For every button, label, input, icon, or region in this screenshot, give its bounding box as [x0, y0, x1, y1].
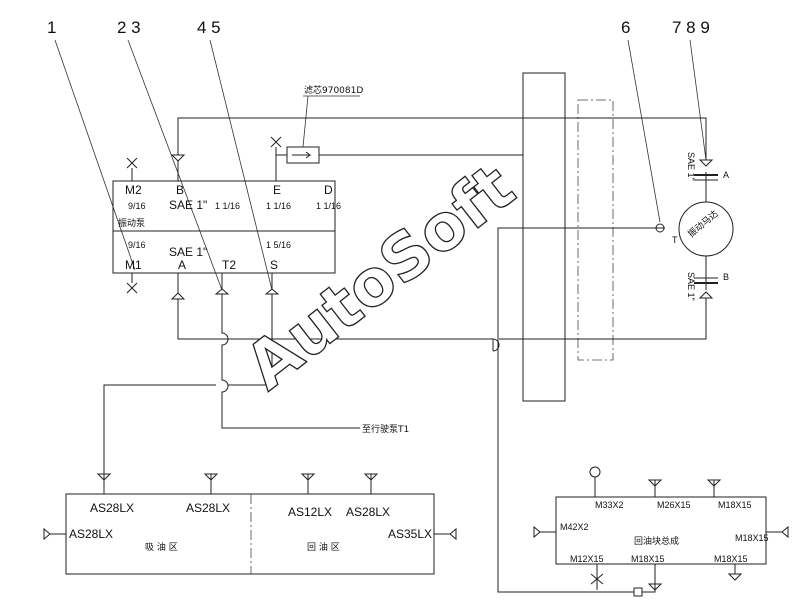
gauge-plug-icons [126, 136, 282, 294]
port-a-size: SAE 1" [169, 245, 207, 259]
port-fraction-1: 1 1/16 [215, 201, 240, 211]
motor-sae-bottom: SAE 1" [686, 272, 696, 301]
port-e-label: E [273, 183, 281, 197]
tank-port-4: AS12LX [288, 505, 332, 519]
port-m2-size: 9/16 [128, 201, 146, 211]
rb-port-4: M42X2 [560, 522, 589, 532]
tank-port-5: AS28LX [346, 505, 390, 519]
tank-port-3: AS28LX [69, 527, 113, 541]
callout-2-3: 2 3 [117, 18, 141, 37]
vibration-motor [655, 159, 734, 299]
port-m1-size: 9/16 [128, 240, 146, 250]
return-block-name: 回油块总成 [634, 535, 679, 547]
rb-port-8: M18X15 [714, 554, 748, 564]
callout-4-5: 4 5 [197, 18, 221, 37]
motor-port-a: A [723, 170, 729, 180]
tank-port-6: AS35LX [388, 527, 432, 541]
rb-port-3: M18X15 [718, 500, 752, 510]
port-b-label: B [176, 183, 184, 197]
tank-port-1: AS28LX [90, 501, 134, 515]
callout-7-8-9: 7 8 9 [672, 18, 710, 37]
suction-zone-label: 吸 油 区 [145, 541, 178, 553]
frame-band [522, 72, 614, 402]
port-m1-label: M1 [125, 258, 142, 272]
filter-symbol [276, 95, 360, 164]
callout-6: 6 [621, 18, 630, 37]
pump-fitting-icons [170, 154, 280, 300]
rb-port-1: M33X2 [595, 500, 624, 510]
port-b-size: SAE 1" [169, 198, 207, 212]
callout-1: 1 [47, 18, 56, 37]
rb-port-6: M12X15 [570, 554, 604, 564]
port-m2-label: M2 [125, 183, 142, 197]
walking-pump-label: 至行驶泵T1 [362, 423, 409, 435]
port-e-size: 1 1/16 [266, 201, 291, 211]
rb-port-5: M18X15 [735, 533, 769, 543]
leader-lines [54, 39, 707, 291]
return-block [533, 466, 789, 597]
pump-name: 振动泵 [118, 217, 145, 229]
motor-sae-top: SAE 1" [686, 152, 696, 181]
hydraulic-tank [43, 473, 457, 575]
port-d-size: 1 1/16 [316, 201, 341, 211]
vibration-pump [112, 180, 336, 274]
rb-port-7: M18X15 [631, 554, 665, 564]
port-t2-label: T2 [222, 258, 236, 272]
rb-port-2: M26X15 [657, 500, 691, 510]
port-s-label: S [270, 258, 278, 272]
tank-port-2: AS28LX [186, 501, 230, 515]
return-zone-label: 回 油 区 [307, 541, 340, 553]
motor-name: 振动马达 [685, 208, 720, 240]
port-d-label: D [324, 183, 333, 197]
motor-port-b: B [723, 272, 729, 282]
port-a-label: A [178, 258, 186, 272]
motor-port-t: T [672, 235, 678, 245]
port-s-size: 1 5/16 [266, 240, 291, 250]
pipelines [103, 117, 707, 593]
filter-label: 滤芯970081D [304, 84, 363, 96]
